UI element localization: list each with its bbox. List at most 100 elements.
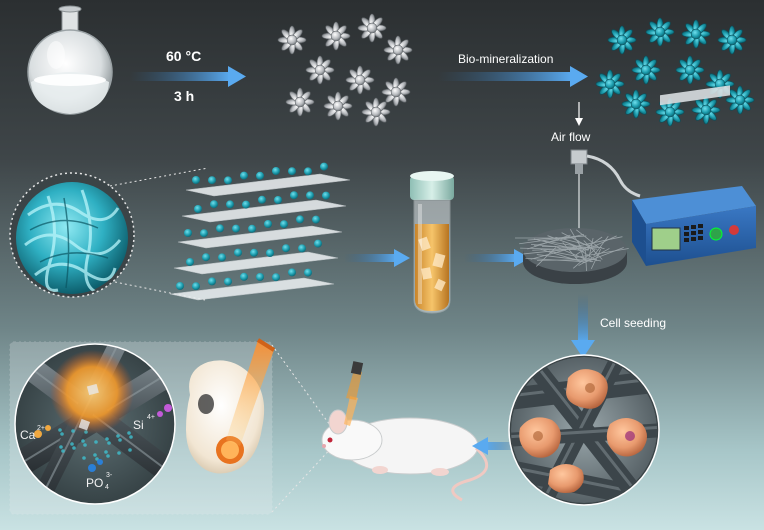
teal-dot	[200, 229, 208, 238]
teal-dot	[240, 171, 248, 180]
teal-dot	[280, 220, 288, 229]
ion-si-charge: 4+	[147, 414, 155, 421]
teal-flower	[645, 17, 675, 47]
teal-dot	[208, 277, 216, 286]
gray-flower	[381, 77, 411, 107]
teal-dot	[218, 253, 226, 262]
teal-dot	[208, 176, 216, 185]
cell-seeded-scaffold	[508, 354, 660, 506]
teal-dot	[314, 239, 322, 248]
teal-dot	[184, 229, 192, 237]
teal-flower	[717, 25, 747, 55]
ion-po-sub: 4	[105, 484, 109, 491]
teal-dot	[288, 268, 296, 277]
teal-dot	[312, 215, 320, 224]
ion-si-label: Si	[133, 418, 144, 432]
teal-dot	[192, 176, 200, 184]
gray-flower	[383, 35, 413, 65]
ion-po-label: PO	[86, 476, 104, 490]
teal-dot	[242, 200, 250, 209]
air-flow-label: Air flow	[551, 130, 591, 144]
arrow-cell-seeding	[571, 294, 595, 358]
teal-dot	[298, 244, 306, 253]
teal-dot	[176, 282, 184, 290]
teal-dot	[224, 176, 232, 185]
spinning-nozzle	[570, 149, 641, 232]
teal-dot	[274, 196, 282, 204]
teal-flower	[691, 95, 721, 125]
teal-dot	[240, 272, 248, 281]
air-flow-arrow	[575, 102, 583, 126]
teal-dot	[296, 215, 304, 224]
teal-dot	[282, 244, 290, 253]
biomineralization-label: Bio-mineralization	[458, 52, 554, 66]
teal-dot	[232, 224, 240, 233]
gray-flower	[285, 87, 315, 117]
teal-dot	[290, 191, 298, 200]
layered-graphene-sheets	[169, 162, 351, 301]
teal-dot	[304, 167, 312, 176]
zoom-lines-inset	[271, 344, 336, 513]
teal-dot	[216, 224, 224, 233]
sheet	[177, 225, 343, 249]
teal-dot	[322, 191, 330, 200]
gray-flower	[361, 97, 391, 127]
ion-ca-label: Ca	[20, 428, 36, 442]
teal-dot	[306, 191, 314, 200]
temperature-unit: °C	[185, 48, 202, 64]
gray-flower	[345, 65, 375, 95]
teal-dot	[186, 258, 194, 266]
gray-flower-particles	[277, 13, 413, 127]
teal-flower	[595, 69, 625, 99]
temperature-label: 60 °C	[166, 48, 201, 64]
ion-ca-charge: 2+	[37, 425, 45, 432]
arrow-heating	[130, 66, 246, 87]
cell-seeding-label: Cell seeding	[600, 316, 667, 330]
teal-dot	[256, 273, 264, 281]
teal-dot	[258, 195, 266, 204]
teal-flower	[725, 85, 755, 115]
teal-dot	[234, 248, 242, 257]
skull-with-implant	[186, 338, 276, 474]
teal-dot	[194, 205, 202, 213]
teal-dot	[320, 162, 328, 171]
time-label: 3 h	[174, 88, 195, 104]
arrow-to-scaffold	[464, 249, 530, 267]
teal-dot	[272, 273, 280, 282]
teal-flower	[655, 97, 685, 127]
sheet	[185, 173, 351, 197]
teal-dot	[264, 220, 272, 228]
teal-flower	[607, 25, 637, 55]
temperature-value: 60	[166, 48, 182, 64]
mouse	[321, 361, 488, 502]
teal-flower	[675, 55, 705, 85]
teal-flower	[621, 89, 651, 119]
arrow-biomineralization	[438, 66, 588, 87]
teal-flower	[631, 55, 661, 85]
round-bottom-flask	[27, 5, 113, 115]
teal-dot	[250, 248, 258, 257]
teal-flower-particles	[595, 17, 755, 127]
teal-dot	[224, 277, 232, 286]
teal-dot	[272, 167, 280, 175]
teal-flower	[681, 19, 711, 49]
teal-dot	[256, 171, 264, 180]
fiber-scaffold-disk	[515, 228, 629, 284]
teal-dot	[226, 200, 234, 209]
teal-dot	[202, 253, 210, 262]
gray-flower	[305, 55, 335, 85]
gray-flower	[323, 91, 353, 121]
arrow-implant	[472, 437, 522, 455]
sheet	[173, 251, 339, 275]
inset-panel	[9, 341, 273, 515]
teal-dot	[210, 200, 218, 209]
sheet	[169, 277, 335, 301]
sheet	[181, 199, 347, 223]
syringe-pump	[632, 85, 756, 266]
bone-cells	[519, 369, 647, 493]
gray-flower	[357, 13, 387, 43]
magnified-teal-particle	[9, 172, 135, 298]
teal-dot	[248, 224, 256, 233]
teal-dot	[266, 249, 274, 257]
